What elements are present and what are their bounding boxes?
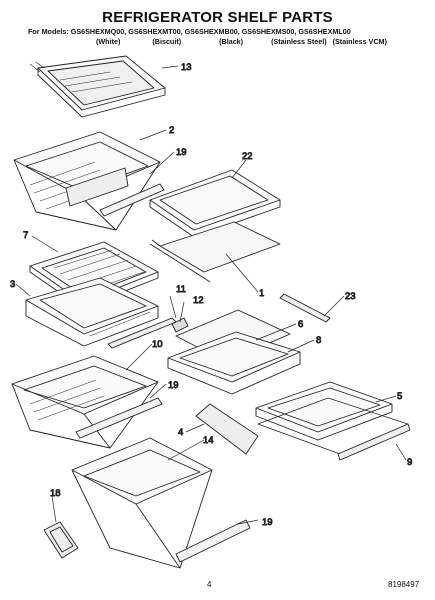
leader-lines (15, 65, 407, 525)
callout-12: 12 (193, 295, 204, 306)
color-black: (Black) (219, 37, 244, 46)
part-18-label-card (43, 521, 79, 559)
callout-10: 10 (152, 339, 163, 350)
part-8-frame (167, 331, 301, 395)
callout-6: 6 (298, 319, 303, 330)
page-title: REFRIGERATOR SHELF PARTS (102, 9, 333, 26)
callout-13: 13 (181, 62, 192, 73)
callout-22: 22 (242, 151, 253, 162)
callout-19-upper: 19 (176, 147, 187, 158)
part-2-upper-crisper (13, 131, 161, 231)
document-number: 8198497 (388, 580, 420, 589)
callout-3: 3 (10, 279, 15, 290)
part-9-trim (257, 397, 411, 461)
callout-19-bottom: 19 (262, 517, 273, 528)
part-14-bottom-bin (71, 437, 213, 569)
part-19-mid-handle (75, 397, 163, 439)
part-19-upper-handle (99, 183, 165, 217)
part-4-support (195, 403, 259, 455)
color-biscuit: (Biscuit) (152, 37, 182, 46)
callout-8: 8 (316, 335, 321, 346)
callout-18: 18 (50, 488, 61, 499)
part-19-bottom-handle (175, 519, 251, 563)
models-line: For Models: GS6SHEXMQ00, GS6SHEXMT00, GS… (28, 27, 351, 36)
callout-23: 23 (345, 291, 356, 302)
callout-1: 1 (259, 288, 264, 299)
callout-4: 4 (178, 427, 183, 438)
part-13-top-shelf (29, 55, 166, 118)
callout-19-mid: 19 (168, 380, 179, 391)
part-23-bar (279, 293, 331, 323)
color-stainless-vcm: (Stainless VCM) (332, 37, 387, 46)
callout-14: 14 (203, 435, 214, 446)
part-3-shelf-frame (25, 277, 159, 347)
callout-11: 11 (176, 284, 186, 295)
part-5-shelf (255, 381, 393, 441)
part-12-clip (171, 317, 189, 333)
page-number: 4 (207, 580, 212, 589)
part-1-glass-panel (149, 221, 281, 283)
color-white: (White) (96, 37, 121, 46)
color-stainless-steel: (Stainless Steel) (271, 37, 327, 46)
callout-5: 5 (397, 391, 402, 402)
callout-7: 7 (23, 230, 28, 241)
part-22-shelf-frame (149, 169, 281, 238)
color-list: (White) (Biscuit) (Black) (Stainless Ste… (96, 37, 387, 46)
callout-9: 9 (407, 457, 412, 468)
callout-2: 2 (169, 125, 174, 136)
part-10-lower-crisper (11, 355, 159, 449)
